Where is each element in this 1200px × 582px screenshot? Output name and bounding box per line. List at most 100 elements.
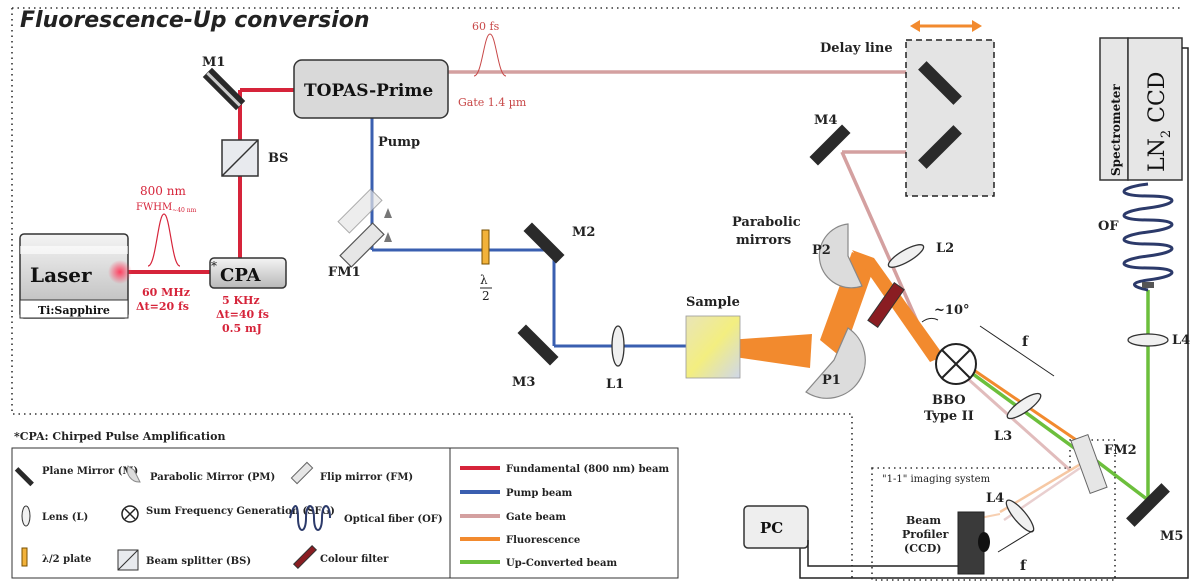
laser-dt: Δt=20 fs bbox=[136, 300, 189, 313]
parabolic-mirror-p2: P2 bbox=[812, 223, 863, 289]
fm1-label: FM1 bbox=[328, 265, 361, 280]
laser-label: Laser bbox=[30, 263, 92, 287]
l1-label: L1 bbox=[606, 377, 624, 392]
parabolic-mirror-icon bbox=[126, 465, 141, 483]
bbo-crystal: BBO Type II bbox=[924, 343, 977, 424]
topas-label: TOPAS-Prime bbox=[304, 81, 433, 101]
beam-splitter: BS bbox=[221, 139, 288, 177]
output-beams bbox=[957, 290, 1150, 522]
profiler-label-2: Profiler bbox=[902, 528, 949, 541]
bs-label: BS bbox=[268, 151, 288, 166]
pump-label: Pump bbox=[378, 135, 420, 150]
half-wave-plate: λ 2 bbox=[480, 229, 492, 303]
gate-wavelength: Gate 1.4 µm bbox=[458, 96, 527, 109]
legend-component-label: Parabolic Mirror (PM) bbox=[150, 472, 275, 483]
lens-l1: L1 bbox=[606, 325, 625, 392]
parabolic-label-1: Parabolic bbox=[732, 215, 801, 230]
parabolic-mirror-p1: P1 bbox=[805, 327, 866, 399]
angle-arc bbox=[921, 317, 939, 323]
legend-beam-label: Up-Converted beam bbox=[506, 558, 617, 569]
m2-label: M2 bbox=[572, 225, 595, 240]
flip-mirror-fm1: FM1 bbox=[328, 188, 392, 280]
half-wave-den: 2 bbox=[482, 289, 490, 303]
cpa-rate: 5 KHz bbox=[222, 294, 260, 307]
cpa-box: * CPA bbox=[209, 257, 287, 289]
half-wave-plate-icon bbox=[21, 547, 28, 567]
laser-box: Laser Ti:Sapphire bbox=[19, 233, 132, 319]
ccd-box: LN2 CCD bbox=[1127, 37, 1183, 181]
fiber-connector bbox=[1142, 282, 1154, 288]
mirror-m1: M1 bbox=[202, 55, 246, 111]
bbo-label-2: Type II bbox=[924, 409, 974, 424]
cpa-star: * bbox=[211, 259, 217, 273]
bbo-label-1: BBO bbox=[932, 393, 966, 408]
lens-l4-top: L4 bbox=[1127, 333, 1190, 348]
fluorescence-focus bbox=[852, 250, 944, 362]
lens-icon bbox=[21, 505, 31, 527]
gate-duration: 60 fs bbox=[472, 20, 500, 33]
l4-top-label: L4 bbox=[1172, 333, 1190, 348]
legend-component-label: Flip mirror (FM) bbox=[320, 472, 413, 483]
f-bottom-label: f bbox=[1020, 558, 1027, 574]
profiler-label-1: Beam bbox=[906, 514, 941, 527]
focal-marker-bottom: f bbox=[997, 529, 1035, 574]
mirror-m4: M4 bbox=[809, 113, 851, 166]
pc-label: PC bbox=[760, 519, 783, 537]
fundamental-beam bbox=[128, 88, 294, 274]
legend-component-label: Sum Frequency Generation (SFG) bbox=[146, 506, 335, 517]
beam-profiler: Beam Profiler (CCD) bbox=[902, 511, 990, 575]
lens-l2: L2 bbox=[887, 241, 954, 268]
beam-splitter-icon bbox=[117, 549, 139, 571]
diagram-title: Fluorescence-Up conversion bbox=[20, 8, 370, 33]
seed-pulse-icon bbox=[147, 213, 181, 267]
mirror-m5: M5 bbox=[1126, 483, 1183, 544]
m5-label: M5 bbox=[1160, 529, 1183, 544]
legend-beam-label: Gate beam bbox=[506, 512, 566, 523]
gate-pulse-icon bbox=[473, 33, 507, 77]
legend-component-label: Optical fiber (OF) bbox=[344, 514, 443, 525]
l3-label: L3 bbox=[994, 429, 1012, 444]
of-label: OF bbox=[1098, 219, 1119, 234]
mirror-m3: M3 bbox=[512, 324, 559, 390]
legend-components: Plane Mirror (M) Parabolic Mirror (PM) F… bbox=[14, 461, 443, 571]
legend-component-label: λ/2 plate bbox=[42, 554, 91, 565]
colour-filter bbox=[867, 282, 905, 328]
p2-label: P2 bbox=[812, 243, 831, 258]
sfg-icon bbox=[121, 505, 139, 523]
seed-wavelength: 800 nm bbox=[140, 184, 186, 198]
legend-component-label: Lens (L) bbox=[42, 512, 88, 523]
fm2-label: FM2 bbox=[1104, 443, 1137, 458]
legend-beams: Fundamental (800 nm) beam Pump beam Gate… bbox=[460, 464, 670, 569]
parabolic-label-2: mirrors bbox=[736, 233, 791, 248]
optical-fiber-coil bbox=[1122, 182, 1174, 292]
m3-label: M3 bbox=[512, 375, 535, 390]
angle-label: ~10° bbox=[934, 303, 969, 318]
laser-sub-label: Ti:Sapphire bbox=[38, 304, 110, 317]
sample: Sample bbox=[685, 295, 741, 379]
l4-bottom-label: L4 bbox=[986, 491, 1004, 506]
legend-beam-label: Fundamental (800 nm) beam bbox=[506, 464, 670, 475]
focal-marker-top: f bbox=[979, 325, 1055, 377]
seed-fwhm: FWHM~40 nm bbox=[136, 202, 197, 214]
f-top-label: f bbox=[1022, 334, 1029, 350]
ccd-cable bbox=[799, 47, 1189, 579]
legend-component-label: Plane Mirror (M) bbox=[42, 466, 138, 477]
cpa-label: CPA bbox=[220, 265, 262, 286]
footnote: *CPA: Chirped Pulse Amplification bbox=[14, 430, 225, 443]
spectrometer-box: Spectrometer bbox=[1099, 37, 1129, 181]
legend-beam-label: Fluorescence bbox=[506, 535, 580, 546]
p1-label: P1 bbox=[822, 373, 841, 388]
sample-label: Sample bbox=[686, 295, 740, 310]
colour-filter-icon bbox=[292, 544, 318, 570]
optical-fiber-icon bbox=[289, 505, 331, 531]
seed-fwhm-sub: ~40 nm bbox=[172, 207, 196, 214]
laser-rate: 60 MHz bbox=[142, 286, 190, 299]
mirror-m2: M2 bbox=[523, 222, 595, 264]
imaging-label: "1-1" imaging system bbox=[882, 474, 991, 485]
m1-label: M1 bbox=[202, 55, 225, 70]
lens-l3: L3 bbox=[994, 392, 1042, 444]
cpa-dt: Δt=40 fs bbox=[216, 308, 269, 321]
lens-l4-bottom: L4 bbox=[986, 491, 1035, 533]
